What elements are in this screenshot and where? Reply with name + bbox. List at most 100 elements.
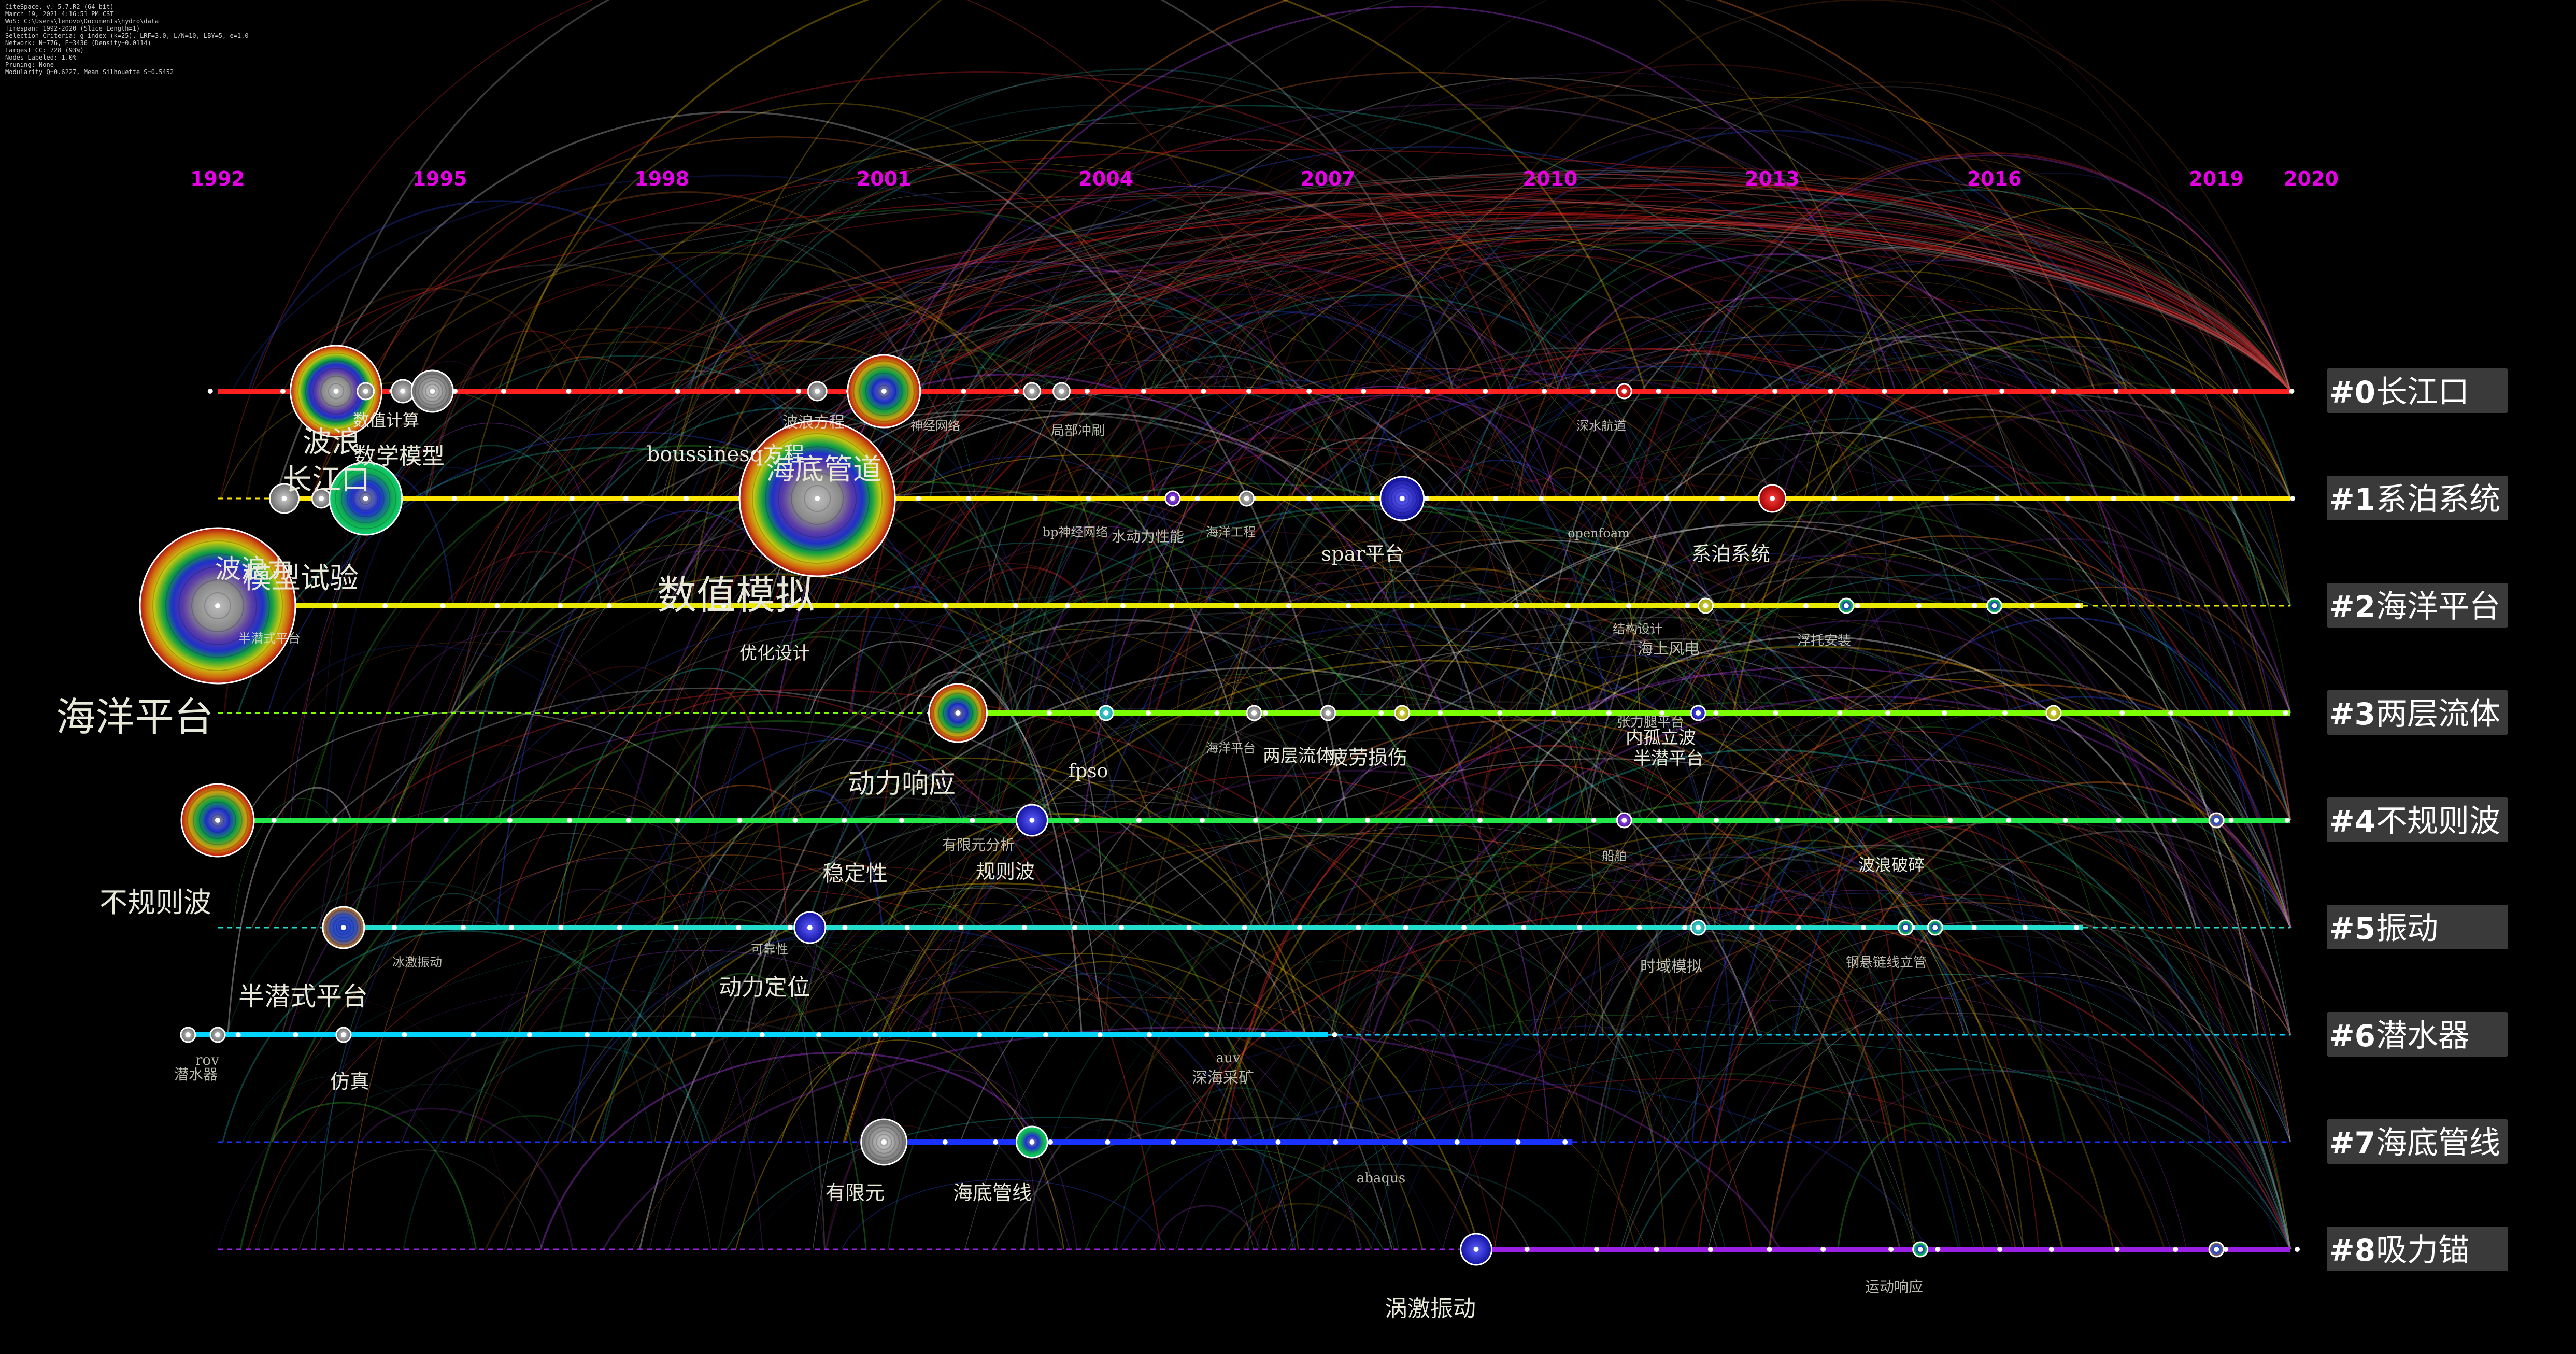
cluster-tag-bg — [2327, 368, 2508, 413]
node-dot — [966, 496, 972, 501]
citation-arc — [665, 0, 1886, 499]
citation-arc — [465, 282, 1411, 714]
node-dot — [1713, 710, 1719, 716]
node-dot — [2022, 925, 2028, 930]
citation-arc — [1526, 189, 2292, 821]
citation-arc — [492, 201, 2291, 499]
citation-arc — [239, 720, 1265, 1250]
keyword-label: 模型试验 — [243, 562, 359, 595]
cluster-name: 海底管线 — [2376, 1125, 2500, 1161]
node-dot — [1246, 389, 1252, 394]
citation-arc — [1244, 212, 2281, 606]
node-center — [363, 496, 368, 501]
node-dot — [1767, 1247, 1772, 1252]
citation-arc — [1684, 683, 2292, 928]
citation-arc — [1539, 259, 2292, 499]
node-dot — [1460, 603, 1466, 608]
node-dot — [2114, 1247, 2120, 1252]
node-dot — [1538, 496, 1544, 501]
node-dot — [1497, 710, 1503, 716]
keyword-node — [329, 461, 403, 536]
cluster-name: 长江口 — [2376, 374, 2469, 410]
node-ring — [853, 360, 915, 422]
citation-arc — [1229, 1203, 1373, 1250]
citation-arc — [746, 619, 1307, 1035]
citation-arc — [671, 351, 792, 499]
keyword-label: 海上风电 — [1638, 640, 1700, 658]
citation-arc — [570, 739, 966, 1143]
keyword-node — [1616, 812, 1632, 829]
node-ring — [943, 698, 973, 728]
node-dot — [617, 925, 622, 930]
citation-arc — [502, 694, 1162, 1250]
keyword-node — [1015, 804, 1048, 837]
node-dot — [785, 603, 790, 608]
citation-arc — [1477, 369, 2292, 821]
citation-arc — [475, 544, 819, 714]
node-dot — [271, 818, 277, 823]
citation-arc — [1549, 837, 1969, 1035]
node-dot — [1828, 389, 1833, 394]
citation-arc — [1036, 254, 2253, 928]
citation-arc — [1553, 247, 2128, 606]
node-dot — [1378, 710, 1384, 716]
citation-arc — [310, 71, 1569, 499]
citation-arc — [1565, 297, 1969, 392]
node-dot — [2029, 603, 2035, 608]
citation-arc — [1048, 249, 2152, 606]
node-dot — [1656, 389, 1661, 394]
citation-arc — [1026, 395, 1688, 714]
node-dot — [1346, 603, 1351, 608]
citation-arc — [459, 407, 1015, 821]
node-center — [2214, 818, 2219, 823]
cluster-tag-bg — [2327, 583, 2508, 628]
citation-arc — [464, 796, 1362, 1250]
citation-arc — [257, 1083, 544, 1250]
node-dot — [1712, 389, 1717, 394]
citation-arc — [1733, 308, 2291, 499]
node-dot — [958, 925, 964, 930]
citation-arc — [750, 592, 1900, 1143]
node-dot — [391, 925, 397, 930]
node-dot — [382, 603, 388, 608]
metadata-line: CiteSpace, v. 5.7.R2 (64-bit) — [5, 3, 114, 10]
node-dot — [1048, 1139, 1054, 1145]
keyword-node — [807, 381, 828, 402]
citation-arc — [425, 445, 602, 606]
node-dot — [207, 389, 213, 394]
node-ring — [152, 540, 283, 671]
citation-arc — [1823, 409, 2262, 606]
node-dot — [1332, 1032, 1337, 1037]
node-dot — [1477, 818, 1483, 823]
citation-arc — [1168, 334, 2291, 821]
citation-arc — [562, 805, 660, 928]
citation-arc — [771, 209, 2291, 606]
citation-arc — [1176, 0, 2253, 392]
citation-arc — [1063, 367, 1950, 821]
node-dot — [842, 818, 847, 823]
citation-arc — [998, 201, 1560, 714]
citation-arc — [1823, 315, 2119, 606]
node-dot — [625, 818, 631, 823]
citation-arc — [1276, 437, 1519, 606]
citation-arc — [473, 857, 901, 1143]
citation-arc — [1654, 578, 2292, 928]
citation-arc — [1002, 961, 1299, 1250]
node-dot — [1774, 818, 1780, 823]
node-dot — [1286, 603, 1291, 608]
citation-arc — [1147, 379, 2040, 928]
citation-arc — [1838, 830, 2292, 1143]
citation-arc — [1345, 833, 2114, 1250]
citation-arc — [1583, 465, 2245, 1035]
node-center — [1696, 710, 1701, 716]
citation-arc — [1747, 260, 2291, 606]
keyword-node — [1690, 705, 1706, 721]
node-dot — [1297, 925, 1303, 930]
citation-arc — [953, 588, 1496, 1035]
citation-arc — [689, 74, 1549, 392]
citation-arc — [1682, 234, 2291, 499]
keyword-node — [290, 345, 383, 438]
node-center — [1843, 603, 1849, 608]
citation-arc — [961, 373, 2197, 928]
